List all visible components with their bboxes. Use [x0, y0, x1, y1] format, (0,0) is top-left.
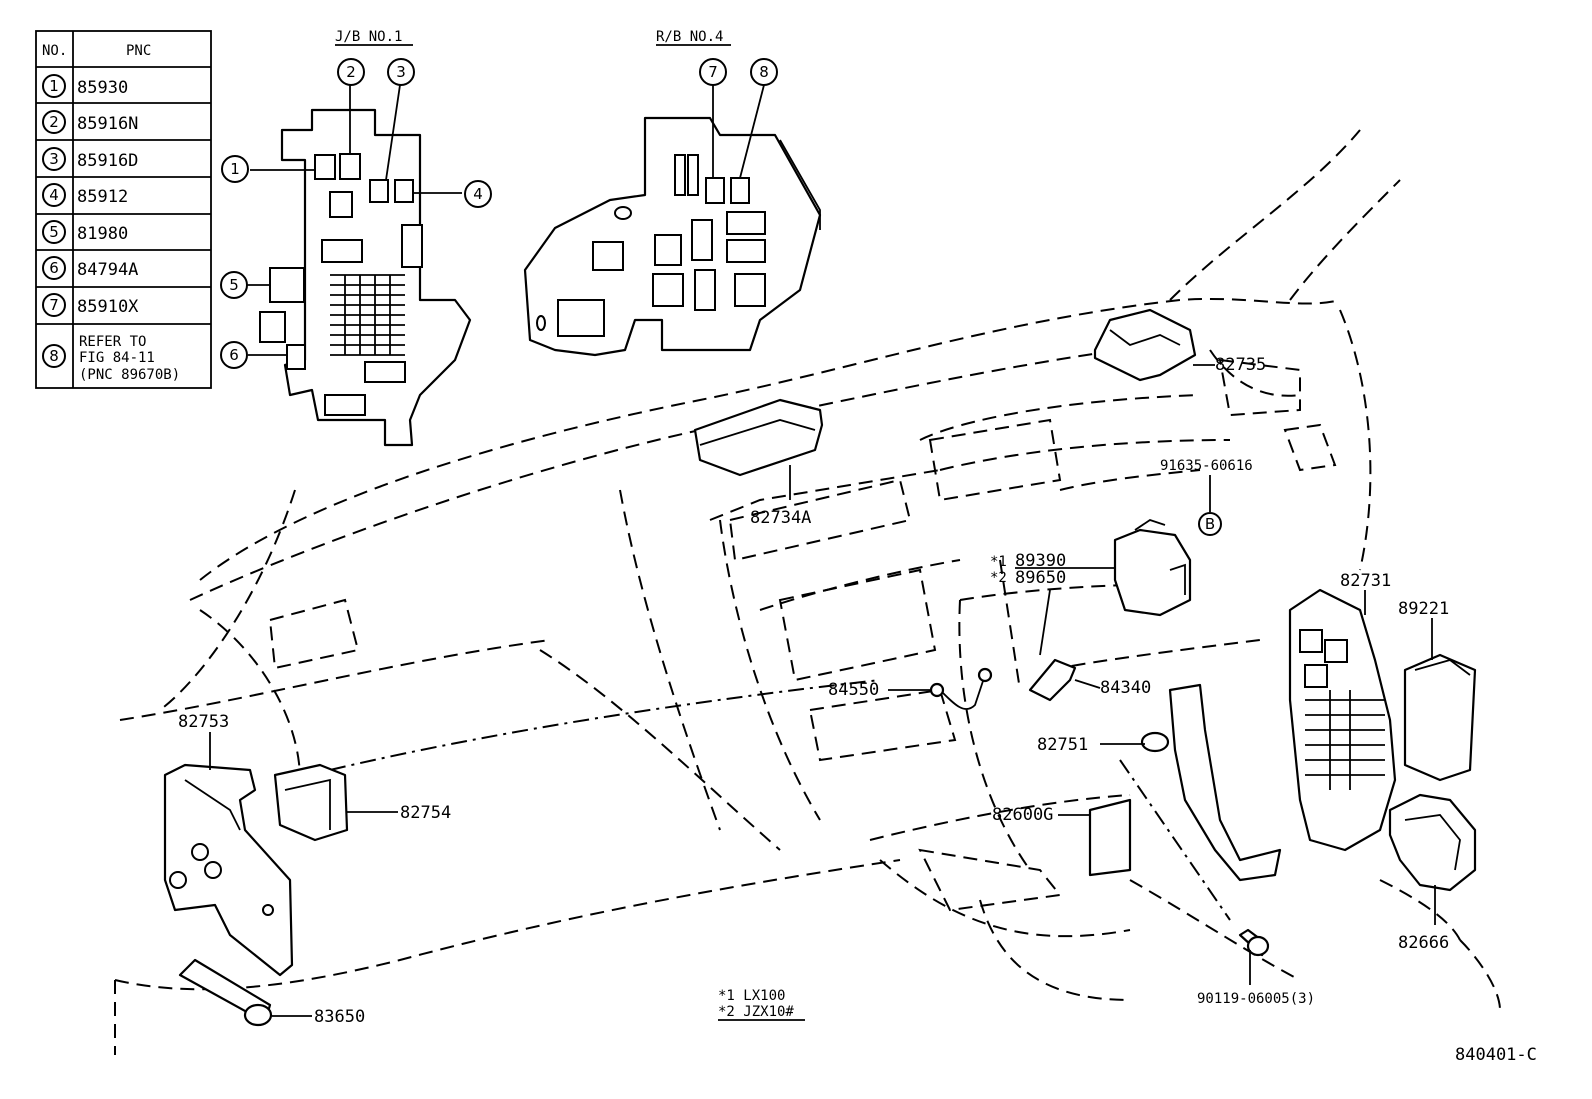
ref-b-marker — [1198, 512, 1222, 536]
label-91635: 91635-60616 — [1160, 458, 1253, 474]
table-row: 4 85912 — [42, 183, 128, 207]
row-pnc: 85930 — [77, 78, 128, 98]
callout-3: 3 — [387, 58, 415, 86]
dashboard-outline — [114, 129, 1501, 1055]
table-row: 3 85916D — [42, 147, 138, 171]
part-82754-connector: 82754 — [273, 763, 451, 842]
table-row: 5 81980 — [42, 220, 128, 244]
svg-text:6: 6 — [229, 346, 239, 364]
row-pnc: 84794A — [77, 260, 138, 280]
relay-block-no4: R/B NO.4 7 8 — [523, 29, 822, 357]
part-84550-sensor: 84550 — [828, 667, 993, 710]
table-row: 1 85930 — [42, 74, 128, 98]
table-header-pnc: PNC — [126, 43, 151, 59]
label-82666: 82666 — [1398, 933, 1449, 953]
part-83650-buzzer: 83650 — [178, 958, 365, 1027]
part-89390-sensor: *1 89390 *2 89650 — [990, 519, 1192, 656]
row-number: 8 — [49, 347, 59, 365]
callout-8: 8 — [750, 58, 778, 86]
table-header-no: NO. — [42, 43, 67, 59]
part-84340-switch: 84340 — [1028, 658, 1151, 702]
row-number: 1 — [49, 77, 59, 95]
jb-title: J/B NO.1 — [335, 29, 402, 45]
part-82735-relay: 82735 — [1093, 308, 1266, 382]
callout-1: 1 — [221, 155, 249, 183]
label-82734a: 82734A — [750, 508, 811, 528]
label-82600g: 82600G — [992, 805, 1053, 825]
row-pnc-line: (PNC 89670B) — [79, 367, 180, 383]
row-number: 4 — [49, 186, 59, 204]
row-pnc-line: REFER TO — [79, 334, 146, 350]
label-89390: 89390 — [1015, 551, 1066, 571]
label-82735: 82735 — [1215, 355, 1266, 375]
label-89650: 89650 — [1015, 568, 1066, 588]
mark-1: *1 — [990, 554, 1007, 570]
callout-6: 6 — [220, 341, 248, 369]
label-84550: 84550 — [828, 680, 879, 700]
note-line-1: *1 LX100 — [718, 988, 785, 1004]
junction-block-no1: J/B NO.1 1 2 3 4 5 6 — [220, 29, 492, 447]
row-pnc: 81980 — [77, 224, 128, 244]
label-90119: 90119-06005(3) — [1197, 991, 1315, 1007]
ref-b-label: B — [1205, 515, 1215, 533]
label-82754: 82754 — [400, 803, 451, 823]
row-pnc-line: FIG 84-11 — [79, 350, 155, 366]
table-row: 7 85910X — [42, 293, 139, 317]
callout-2: 2 — [337, 58, 365, 86]
pnc-table: NO. PNC 1 85930 2 85916N 3 85916D 4 8591… — [35, 30, 212, 389]
figure-code: 840401-C — [1455, 1045, 1537, 1065]
table-row: 2 85916N — [42, 110, 138, 134]
svg-text:4: 4 — [473, 185, 483, 203]
fuse-grid — [330, 274, 405, 356]
part-82751-bracket: 82751 — [1037, 683, 1282, 882]
part-82734a-ecu: 82734A — [693, 398, 824, 528]
label-89221: 89221 — [1398, 599, 1449, 619]
svg-text:2: 2 — [346, 63, 356, 81]
row-pnc: 85912 — [77, 187, 128, 207]
label-83650: 83650 — [314, 1007, 365, 1027]
part-90119-bolt: 90119-06005(3) — [1197, 928, 1315, 1007]
note-line-2: *2 JZX10# — [718, 1004, 794, 1020]
label-82731: 82731 — [1340, 571, 1391, 591]
notes: *1 LX100 *2 JZX10# — [718, 988, 805, 1021]
part-82666-bracket: 82666 — [1388, 793, 1477, 953]
part-82753-bracket: 82753 — [163, 712, 294, 977]
row-number: 3 — [49, 150, 59, 168]
label-82751: 82751 — [1037, 735, 1088, 755]
part-82731-junction-block: 82731 — [1288, 571, 1397, 852]
row-pnc: 85916N — [77, 114, 138, 134]
row-pnc: 85910X — [77, 297, 139, 317]
label-82753: 82753 — [178, 712, 229, 732]
table-row: 6 84794A — [42, 256, 138, 280]
svg-text:8: 8 — [759, 63, 769, 81]
row-number: 6 — [49, 259, 59, 277]
part-89221-module: 89221 — [1398, 599, 1477, 782]
callout-4: 4 — [464, 180, 492, 208]
callout-7: 7 — [699, 58, 727, 86]
part-82600g-label: 82600G — [992, 798, 1132, 877]
part-91635: 91635-60616 B — [1160, 458, 1253, 536]
table-row: 8 REFER TO FIG 84-11 (PNC 89670B) — [42, 334, 180, 383]
rb-title: R/B NO.4 — [656, 29, 723, 45]
label-84340: 84340 — [1100, 678, 1151, 698]
svg-text:3: 3 — [396, 63, 406, 81]
row-pnc: 85916D — [77, 151, 138, 171]
row-number: 7 — [49, 296, 59, 314]
svg-text:5: 5 — [229, 276, 239, 294]
svg-text:1: 1 — [230, 160, 240, 178]
row-number: 2 — [49, 113, 59, 131]
callout-5: 5 — [220, 271, 248, 299]
svg-text:7: 7 — [708, 63, 718, 81]
mark-2: *2 — [990, 570, 1007, 586]
row-number: 5 — [49, 223, 59, 241]
